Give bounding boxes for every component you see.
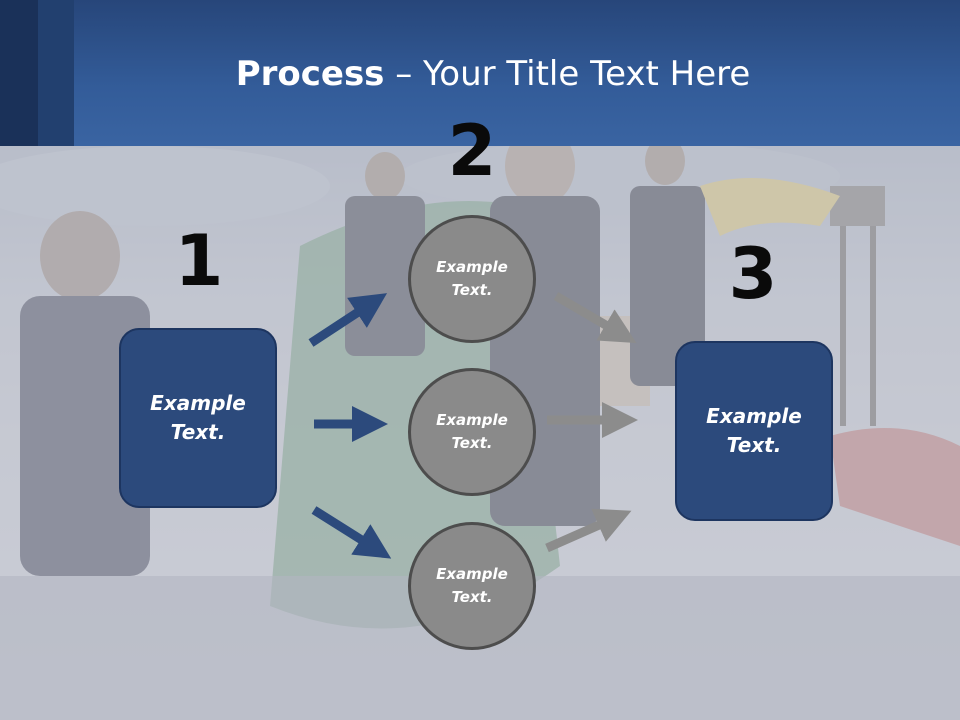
header-accent-strip [0, 0, 38, 146]
circle-bottom-text: Example Text. [436, 565, 508, 606]
step-number-3: 3 [728, 233, 778, 315]
step-2-circle-top[interactable]: Example Text. [408, 215, 536, 343]
step-1-box[interactable]: Example Text. [119, 328, 277, 508]
circle-middle-text: Example Text. [436, 411, 508, 452]
step-3-box[interactable]: Example Text. [675, 341, 833, 521]
arrow-1-to-top [308, 293, 388, 347]
step-3-text: Example Text. [706, 404, 802, 457]
step-2-circle-middle[interactable]: Example Text. [408, 368, 536, 496]
title-bar [0, 0, 960, 146]
step-1-text: Example Text. [150, 391, 246, 444]
title-rest: – Your Title Text Here [384, 54, 751, 94]
arrow-top-to-3 [553, 292, 637, 344]
slide-title: Process – Your Title Text Here [0, 52, 960, 96]
step-number-2: 2 [447, 110, 497, 192]
circle-top-text: Example Text. [436, 258, 508, 299]
arrow-bottom-to-3 [545, 508, 632, 553]
header-accent-strip-2 [38, 0, 74, 146]
step-number-1: 1 [174, 220, 224, 302]
step-2-circle-bottom[interactable]: Example Text. [408, 522, 536, 650]
arrow-1-to-bottom [311, 506, 392, 559]
title-bold: Process [235, 54, 385, 94]
